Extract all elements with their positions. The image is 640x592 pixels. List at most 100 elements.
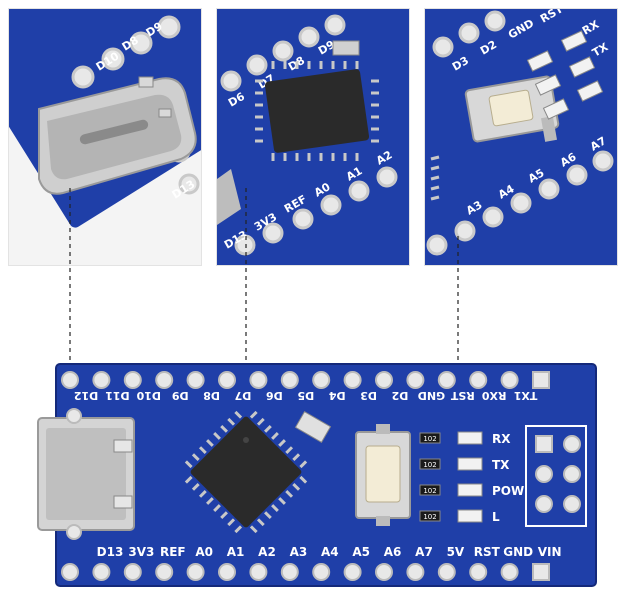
pin-hole	[375, 371, 393, 389]
top-pin-label: D12	[74, 389, 98, 402]
chip-pin	[227, 417, 236, 426]
resistor-code: 102	[423, 435, 436, 443]
pin-hole	[218, 371, 236, 389]
chip-edge-pins	[430, 155, 440, 201]
pin-hole	[500, 371, 519, 389]
chip-pin	[220, 424, 228, 433]
smd-led-icon	[457, 509, 483, 523]
top-pin-label: D6	[266, 389, 283, 402]
pin-hole	[343, 371, 362, 389]
top-pin-label: D11	[105, 389, 129, 402]
chip-pin	[220, 511, 228, 520]
pin-hole	[532, 563, 550, 581]
pin-hole	[406, 371, 425, 389]
zoom-panel-chip: D6 D7 D8 D9 D13 3V3 REF A0 A1 A2	[216, 8, 410, 266]
pin-hole	[92, 563, 111, 581]
bottom-pin-label: 3V3	[128, 545, 154, 559]
chip-pin	[249, 410, 258, 419]
chip-pin	[299, 475, 308, 484]
pin-hole	[218, 563, 236, 581]
top-pin-label: RST	[450, 389, 474, 402]
chip-pin	[234, 410, 243, 419]
resistor	[419, 484, 441, 496]
bottom-pin-label: RST	[474, 545, 501, 559]
chip-pin	[264, 424, 272, 433]
pin-hole	[437, 371, 456, 389]
zoom-usb-image: D8 D9 D10 D13	[9, 9, 201, 228]
chip-pin	[264, 511, 272, 520]
bottom-pin-label: REF	[160, 545, 186, 559]
pin-hole	[155, 563, 174, 581]
pin-hole	[469, 563, 488, 581]
resistor-code: 102	[423, 487, 436, 495]
chip-pin	[285, 446, 294, 454]
chip-pin	[249, 525, 258, 534]
led-label: POW	[492, 484, 524, 498]
zoom-panel-usb: D8 D9 D10 D13	[8, 8, 202, 266]
chip-pin	[184, 460, 193, 469]
top-pin-label: D7	[235, 389, 252, 402]
pin-hole	[437, 563, 456, 581]
chip-pin	[299, 460, 308, 469]
chip-pin	[184, 475, 193, 484]
bottom-pin-label: A3	[290, 545, 308, 559]
pcb-surface	[425, 9, 617, 265]
bottom-pin-label: A4	[321, 545, 339, 559]
top-pin-label: D4	[328, 389, 345, 402]
pin-hole	[280, 563, 299, 581]
chip-pin	[198, 490, 207, 498]
top-pin-label: D8	[203, 389, 220, 402]
smd-component-icon	[332, 40, 360, 56]
icsp-header	[525, 425, 587, 527]
chip-pin	[213, 504, 221, 512]
smd-led-icon	[457, 483, 483, 497]
pin-hole	[469, 371, 488, 389]
chip-pin	[206, 439, 214, 447]
usb-c-connector-icon	[217, 169, 241, 225]
resistor	[419, 458, 441, 470]
pin-hole	[123, 563, 142, 581]
pin-hole	[155, 371, 174, 389]
chip-pin	[292, 453, 301, 462]
usb-c-connector-icon	[38, 76, 197, 195]
top-pin-label: D9	[172, 389, 189, 402]
chip-pin	[285, 490, 294, 498]
top-pin-label: TX1	[514, 389, 538, 402]
chip-pin	[227, 518, 236, 527]
chip-pin	[256, 417, 265, 426]
led-label: RX	[492, 432, 511, 446]
bottom-pin-label: D13	[97, 545, 124, 559]
bottom-pin-label: GND	[503, 545, 533, 559]
resistor	[419, 432, 441, 444]
microcontroller-chip-icon	[184, 410, 308, 534]
pin-hole	[61, 563, 79, 581]
zoom-panel-button: D3 D2 GND RST RX TX A3 A4 A5 A6 A7	[424, 8, 618, 266]
reset-button-icon	[355, 424, 411, 526]
chip-pin	[256, 518, 265, 527]
chip-pin	[206, 497, 214, 505]
reset-button-icon	[464, 75, 560, 143]
top-pin-label: GND	[418, 389, 445, 402]
smd-component-icon	[294, 411, 332, 443]
top-pin-label: RX0	[482, 389, 507, 402]
pin-holes	[220, 14, 398, 256]
pin-hole	[375, 563, 393, 581]
usb-c-connector-icon	[37, 408, 135, 540]
pin-hole	[312, 371, 331, 389]
chip-pin	[213, 432, 221, 440]
chip-pin	[278, 497, 286, 505]
chip-pin	[271, 432, 279, 440]
pin-hole	[186, 371, 205, 389]
top-pin-label: D10	[136, 389, 161, 402]
smd-led-icon	[526, 30, 604, 120]
chip-pin	[292, 482, 301, 491]
zoom-chip-image: D6 D7 D8 D9 D13 3V3 REF A0 A1 A2	[217, 9, 409, 265]
top-pin-label: D5	[297, 389, 314, 402]
pin-hole	[280, 371, 299, 389]
chip-pin	[271, 504, 279, 512]
bottom-pin-label: A5	[352, 545, 370, 559]
chip-pin	[191, 482, 200, 491]
